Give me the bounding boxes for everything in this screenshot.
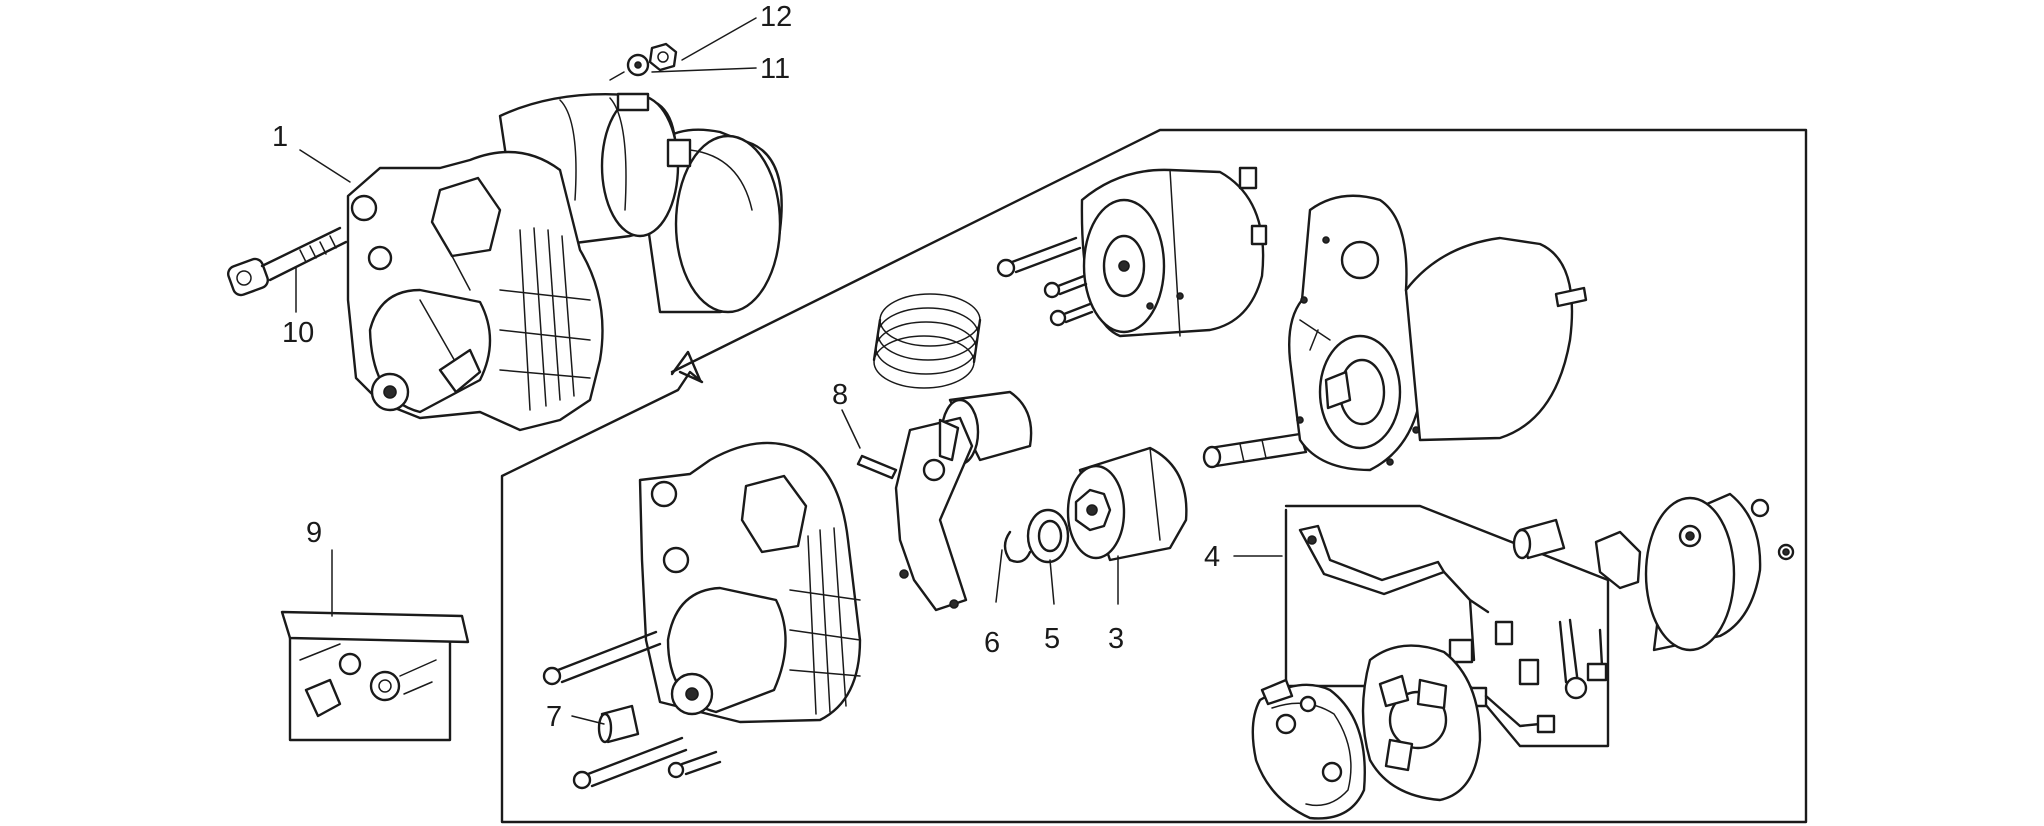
callout-3: 3 [1108, 623, 1124, 655]
pinion-drive [1066, 446, 1188, 562]
assembled-starter-motor [346, 92, 783, 432]
plunger-and-fork [894, 390, 1033, 612]
exploded-solenoid [1080, 166, 1268, 338]
nut-washer-set [609, 42, 678, 81]
leader-7 [571, 715, 605, 725]
callout-labels: 1 3 4 5 6 7 8 9 10 11 12 [272, 1, 1220, 733]
housing-bolts [542, 630, 722, 790]
callout-11: 11 [760, 53, 790, 85]
callout-9: 9 [306, 517, 322, 549]
motor-yoke [1288, 194, 1588, 472]
leader-8 [841, 409, 861, 449]
long-bolt [227, 226, 348, 297]
callout-8: 8 [832, 379, 848, 411]
callout-1: 1 [272, 121, 288, 153]
bush [597, 704, 640, 744]
thrust-washer [1026, 508, 1070, 564]
callout-4: 4 [1204, 541, 1220, 573]
leader-12 [681, 17, 757, 61]
end-cover [1644, 492, 1795, 652]
plunger-spring [872, 293, 982, 389]
leader-1 [299, 149, 351, 183]
callout-5: 5 [1044, 623, 1060, 655]
repair-kit-pack [280, 610, 470, 742]
leader-5 [1049, 559, 1055, 605]
leader-11 [651, 67, 757, 73]
brush-holder-assembly [1251, 504, 1642, 820]
leader-6 [995, 549, 1003, 603]
callout-7: 7 [546, 701, 562, 733]
exploded-view-frame [500, 128, 1808, 824]
callout-6: 6 [984, 627, 1000, 659]
circlip [1003, 530, 1032, 563]
callout-10: 10 [282, 317, 314, 349]
solenoid-screws [996, 236, 1094, 327]
frame-notch [670, 350, 702, 382]
armature-shaft [1202, 432, 1308, 469]
leader-lines [295, 17, 1283, 725]
exploded-drive-housing [638, 441, 862, 724]
callout-12: 12 [760, 1, 792, 33]
pivot-pin [856, 454, 898, 480]
